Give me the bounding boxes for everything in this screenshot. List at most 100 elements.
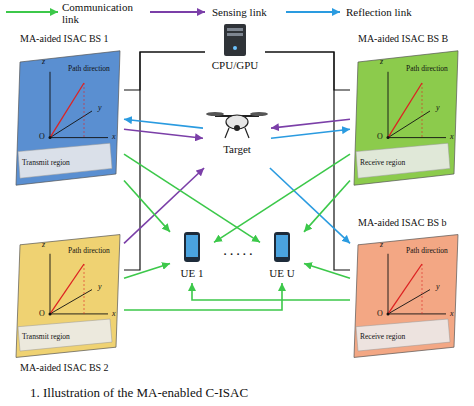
tower-case bbox=[224, 24, 246, 56]
region-label: Transmit region bbox=[22, 159, 70, 167]
communication-link bbox=[124, 264, 170, 279]
region-plane bbox=[356, 143, 450, 178]
panel-plane bbox=[16, 235, 120, 358]
region-plane bbox=[18, 143, 112, 178]
axis-label: y bbox=[436, 283, 440, 292]
camera bbox=[234, 125, 240, 131]
communication-link bbox=[124, 181, 170, 232]
z-axis bbox=[50, 72, 51, 138]
ue-icon bbox=[260, 230, 304, 266]
axis-label: y bbox=[98, 283, 102, 292]
node-label: CPU/GPU bbox=[205, 59, 265, 71]
axis-label: z bbox=[42, 241, 45, 250]
axis-label: x bbox=[450, 133, 454, 142]
ue-icon bbox=[170, 230, 214, 266]
projection-line bbox=[84, 83, 85, 138]
legend-label: Reflection link bbox=[346, 6, 436, 18]
node-label: UE U bbox=[260, 267, 304, 279]
region-label: Receive region bbox=[360, 159, 405, 167]
axis-label: Path direction bbox=[68, 65, 110, 73]
backhaul-wire bbox=[124, 52, 205, 270]
legend-arrow bbox=[286, 11, 340, 13]
drone-leg bbox=[225, 128, 229, 138]
communication-link bbox=[124, 283, 282, 310]
y-axis bbox=[388, 290, 430, 314]
reflection-link bbox=[271, 129, 350, 138]
communication-link bbox=[192, 283, 350, 300]
panel-plane bbox=[354, 51, 458, 185]
base-station: MA-aided ISAC BS BzPath directionyxORece… bbox=[350, 48, 462, 188]
axis-label: O bbox=[39, 133, 45, 142]
ellipsis-label: · · · · · bbox=[216, 248, 260, 260]
origin-dot bbox=[387, 136, 390, 139]
origin-dot bbox=[49, 136, 52, 139]
sensing-target: Target bbox=[203, 106, 271, 168]
user-equipment: UE U bbox=[260, 230, 304, 283]
bs-heading: MA-aided ISAC BS B bbox=[358, 33, 448, 44]
base-station: MA-aided ISAC BS 2zPath directionyxOTran… bbox=[12, 232, 124, 360]
phone-screen bbox=[276, 235, 288, 257]
phone-body bbox=[184, 232, 200, 262]
path-vector bbox=[388, 83, 422, 138]
node-label: UE 1 bbox=[170, 267, 214, 279]
sensing-link bbox=[124, 129, 203, 138]
axis-label: Path direction bbox=[406, 65, 448, 73]
base-station: MA-aided ISAC BS bzPath directionyxORece… bbox=[350, 232, 462, 360]
axis-label: x bbox=[450, 310, 454, 319]
axis-label: y bbox=[98, 104, 102, 113]
power-light bbox=[233, 46, 237, 50]
node-label: Target bbox=[203, 143, 271, 155]
path-vector bbox=[50, 264, 84, 314]
x-axis bbox=[50, 137, 108, 138]
target-icon bbox=[203, 106, 271, 142]
axis-label: O bbox=[377, 133, 383, 142]
communication-link bbox=[124, 154, 260, 242]
panel-plane bbox=[16, 51, 120, 185]
phone-body bbox=[274, 232, 290, 262]
y-axis bbox=[50, 111, 92, 138]
bs-heading: MA-aided ISAC BS b bbox=[358, 217, 447, 228]
z-axis bbox=[388, 254, 389, 314]
bs-heading: MA-aided ISAC BS 2 bbox=[20, 362, 109, 373]
figure-caption: 1. Illustration of the MA-enabled C-ISAC bbox=[30, 386, 248, 400]
legend-label: Communication link bbox=[62, 1, 142, 25]
sensing-link bbox=[271, 119, 350, 128]
drive-bay bbox=[227, 33, 243, 36]
axis-label: O bbox=[377, 310, 383, 319]
z-axis bbox=[388, 72, 389, 138]
z-axis bbox=[50, 254, 51, 314]
projection-line bbox=[422, 264, 423, 314]
projection-line bbox=[422, 83, 423, 138]
region-label: Receive region bbox=[360, 333, 405, 341]
backhaul-wire bbox=[265, 52, 350, 270]
drone-leg bbox=[245, 128, 249, 138]
panel-plane bbox=[354, 235, 458, 358]
bs-heading: MA-aided ISAC BS 1 bbox=[20, 33, 109, 44]
communication-link bbox=[304, 264, 350, 279]
y-axis bbox=[388, 111, 430, 138]
axis-label: x bbox=[112, 310, 116, 319]
region-plane bbox=[356, 319, 450, 351]
axis-label: y bbox=[436, 104, 440, 113]
x-axis bbox=[388, 313, 446, 314]
path-vector bbox=[50, 83, 84, 138]
axis-label: z bbox=[42, 58, 45, 67]
rotor bbox=[250, 112, 268, 116]
region-plane bbox=[18, 319, 112, 351]
communication-link bbox=[214, 154, 350, 242]
drive-bay bbox=[227, 28, 243, 31]
axis-label: Path direction bbox=[68, 247, 110, 255]
backhaul-wire bbox=[124, 52, 205, 90]
y-axis bbox=[50, 290, 92, 314]
cpu-icon bbox=[205, 22, 265, 58]
axis-label: z bbox=[380, 241, 383, 250]
x-axis bbox=[50, 313, 108, 314]
axis-label: x bbox=[112, 133, 116, 142]
origin-dot bbox=[49, 312, 52, 315]
central-processor: CPU/GPU bbox=[205, 22, 265, 78]
axis-label: z bbox=[380, 58, 383, 67]
origin-dot bbox=[387, 312, 390, 315]
rotor bbox=[206, 112, 224, 116]
legend-arrow bbox=[150, 11, 205, 13]
